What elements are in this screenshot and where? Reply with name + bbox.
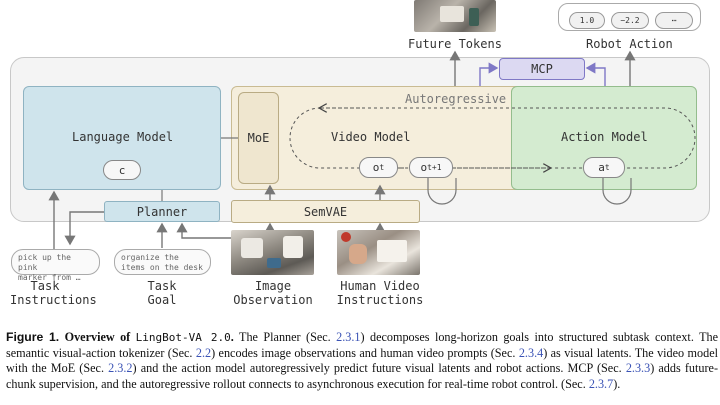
caption-text-1: The Planner (Sec. xyxy=(233,330,337,344)
token-a-t-base: a xyxy=(598,161,605,174)
semvae-block: SemVAE xyxy=(231,200,420,223)
model-name: LingBot-VA 2.0 xyxy=(135,331,231,344)
caption-text-3: ) encodes image observations and human v… xyxy=(211,345,519,360)
red-object-shape xyxy=(341,232,351,242)
language-model-title: Language Model xyxy=(72,130,174,144)
action-value-3: ⋯ xyxy=(655,12,693,29)
context-token-label: c xyxy=(118,163,126,177)
mcp-label: MCP xyxy=(531,62,553,76)
task-goal-caption-line-1: Task xyxy=(147,279,177,293)
action-value-2: −2.2 xyxy=(611,12,649,29)
caption-title-prefix: Overview of xyxy=(64,330,131,344)
mcp-block: MCP xyxy=(499,58,585,80)
planner-block: Planner xyxy=(104,201,220,222)
task-goal-line-2: items on the desk xyxy=(121,263,203,272)
moe-block: MoE xyxy=(238,92,279,184)
section-ref-6[interactable]: 2.3.7 xyxy=(588,376,614,391)
image-observation-caption: Image Observation xyxy=(228,279,318,307)
section-ref-2[interactable]: 2.2 xyxy=(195,345,212,360)
section-ref-5[interactable]: 2.3.3 xyxy=(625,361,651,376)
task-instructions-caption: Task Instructions xyxy=(10,279,97,307)
video-model-title: Video Model xyxy=(331,130,411,144)
robot-action-label: Robot Action xyxy=(586,37,673,51)
figure-label: Figure 1. xyxy=(6,330,60,344)
task-goal-caption-line-2: Goal xyxy=(147,293,177,307)
task-instruction-line-1: pick up the pink xyxy=(18,253,71,272)
future-tokens-label: Future Tokens xyxy=(408,37,502,51)
semvae-label: SemVAE xyxy=(303,204,348,219)
autoregressive-loop xyxy=(289,107,696,169)
caption-text-5: ) and the action model autoregressively … xyxy=(132,361,626,376)
caption-text-2: ) decomposes long-horizon goals into str… xyxy=(6,330,719,360)
object-shape xyxy=(469,8,479,26)
task-instruction-line-2: marker from … xyxy=(18,273,81,282)
action-model-title: Action Model xyxy=(561,130,648,144)
action-value-1: 1.0 xyxy=(569,12,605,29)
caption-text-6: ) adds future-chunk supervision, and the… xyxy=(6,361,718,391)
robot-arm-shape xyxy=(440,6,464,22)
paper-shape xyxy=(377,240,407,262)
token-o-t-sub: t xyxy=(379,163,385,172)
section-ref-4[interactable]: 2.3.2 xyxy=(108,361,133,376)
figure-caption: Figure 1. Overview of LingBot-VA 2.0. Th… xyxy=(6,330,718,392)
future-frames-image xyxy=(414,0,496,32)
planner-label: Planner xyxy=(136,204,188,219)
human-video-photo xyxy=(337,230,420,275)
human-hand-shape xyxy=(349,244,367,264)
task-goal-bubble: organize the items on the desk xyxy=(114,249,211,275)
section-ref-1[interactable]: 2.3.1 xyxy=(336,330,361,344)
section-ref-3[interactable]: 2.3.4 xyxy=(518,345,544,360)
task-goal-caption: Task Goal xyxy=(127,279,197,307)
caption-text-4: ) as visual latents. The video model wit… xyxy=(6,345,718,376)
human-video-caption-line-1: Human Video xyxy=(340,279,420,293)
human-video-caption-line-2: Instructions xyxy=(336,293,424,307)
moe-label: MoE xyxy=(247,131,270,145)
desk-object-shape xyxy=(267,258,281,268)
token-a-t-sub: t xyxy=(604,163,610,172)
image-observation-caption-line-2: Observation xyxy=(233,293,313,307)
caption-title-end: . xyxy=(230,330,234,344)
diagram-connectors xyxy=(48,50,696,250)
robot-action-values-box: 1.0 −2.2 ⋯ xyxy=(558,3,701,31)
token-o-t1-base: o xyxy=(420,161,428,174)
task-instruction-bubble: pick up the pink marker from … xyxy=(11,249,100,282)
context-token: c xyxy=(103,160,141,180)
robot-arm-left-shape xyxy=(241,238,263,258)
autoregressive-label: Autoregressive xyxy=(403,92,509,106)
task-goal-line-1: organize the xyxy=(121,253,179,262)
token-o-t1-sub: t+1 xyxy=(427,163,442,172)
caption-text-7: ). xyxy=(613,376,621,391)
task-instructions-caption-line-1: Task xyxy=(30,279,60,293)
task-instructions-caption-line-2: Instructions xyxy=(10,293,97,307)
token-o-t-base: o xyxy=(372,161,380,174)
human-video-caption: Human Video Instructions xyxy=(330,279,430,307)
robot-arm-right-shape xyxy=(283,236,303,258)
image-observation-caption-line-1: Image xyxy=(254,279,292,293)
image-observation-photo xyxy=(231,230,314,275)
